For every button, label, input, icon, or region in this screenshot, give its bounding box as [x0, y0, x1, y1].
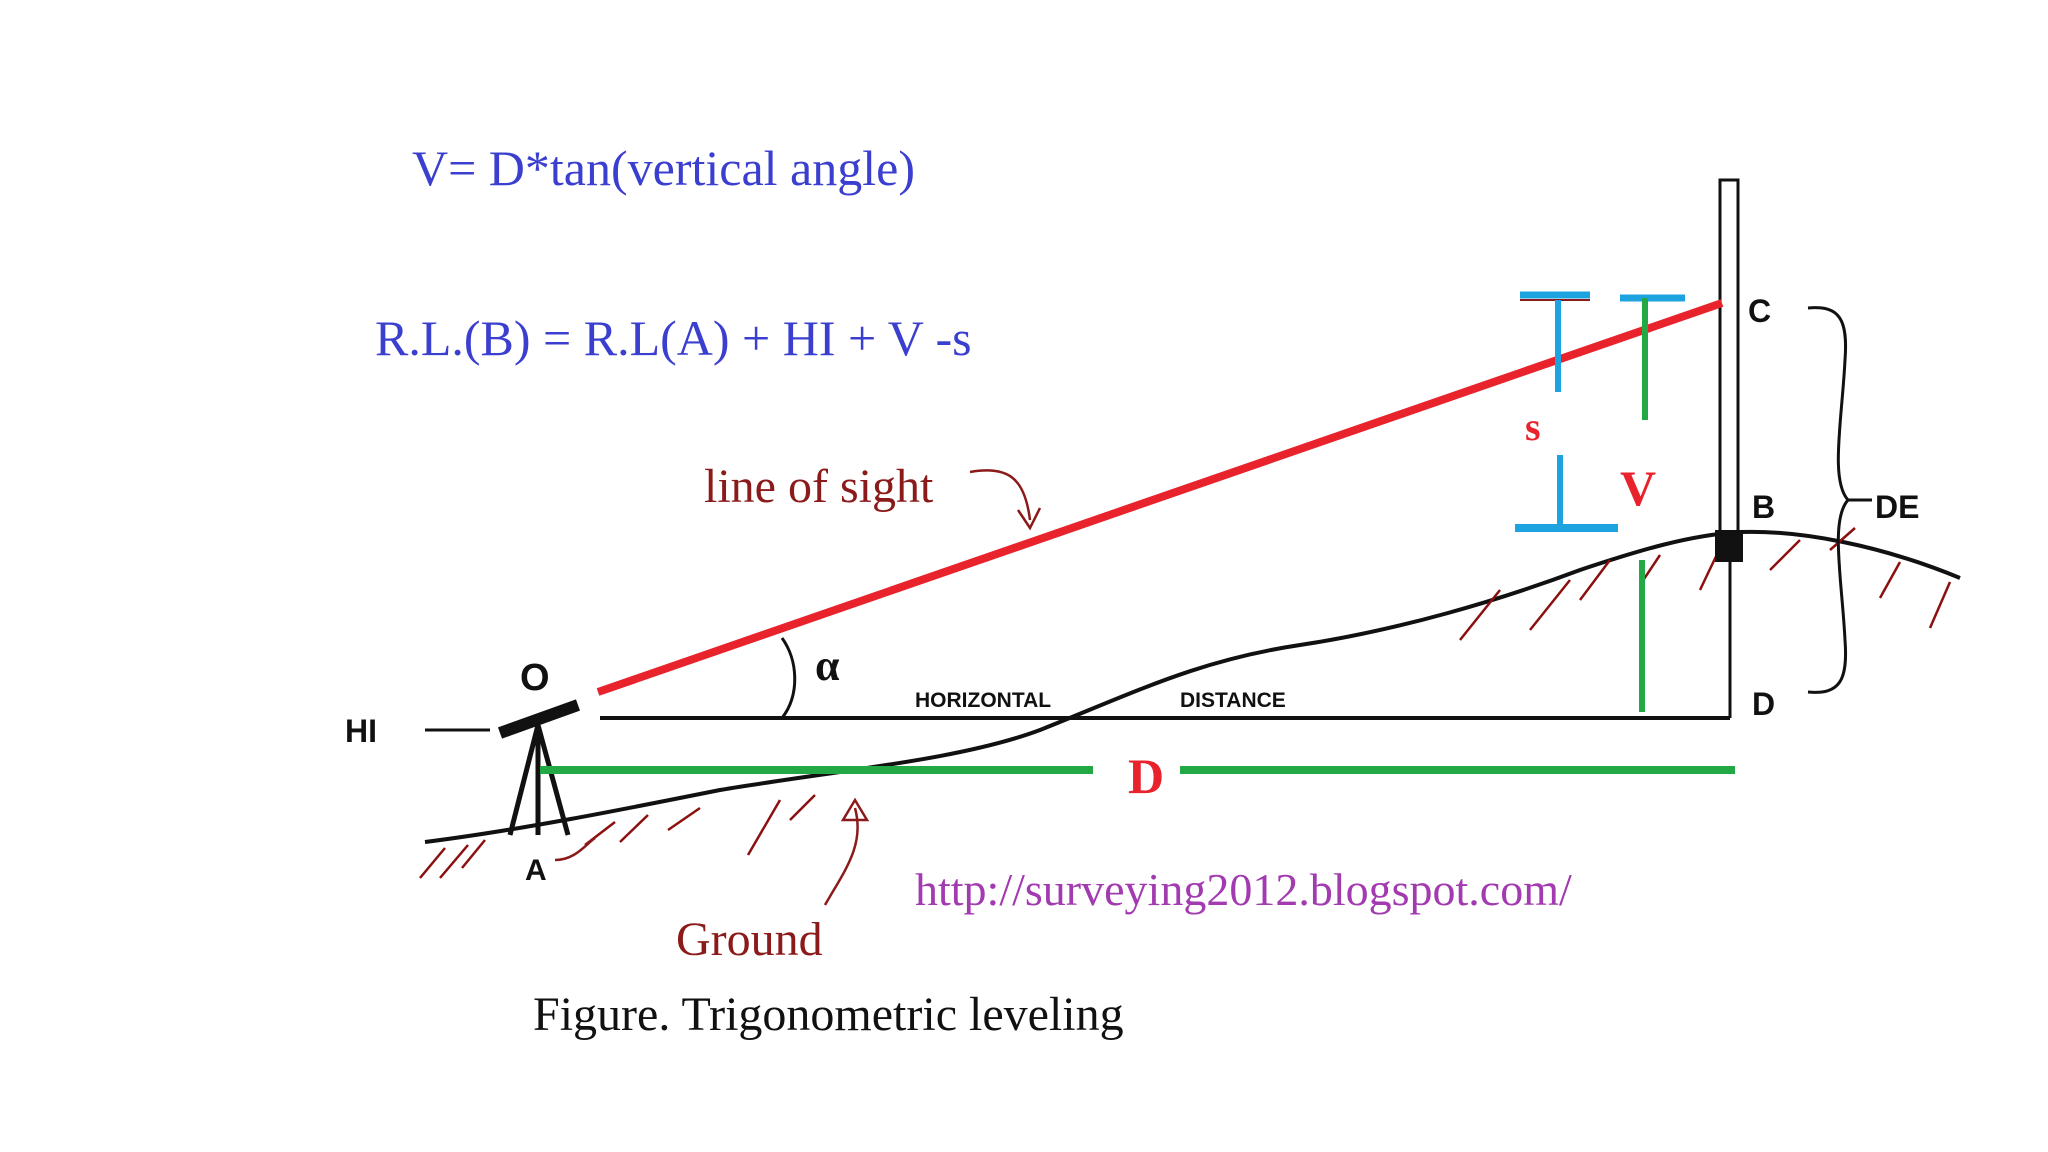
vertical-angle-arc	[780, 637, 797, 719]
line-of-sight-label: line of sight	[704, 460, 934, 513]
rl-formula: R.L.(B) = R.L(A) + HI + V -s	[375, 310, 972, 366]
point-b-label: B	[1752, 489, 1775, 525]
alpha-label: α	[815, 641, 840, 690]
d-distance-label: D	[1128, 748, 1164, 804]
ground-label: Ground	[676, 913, 823, 966]
point-c-label: C	[1748, 293, 1771, 329]
v-label: V	[1620, 460, 1656, 516]
leveling-staff	[1718, 178, 1740, 560]
point-a-label: A	[525, 854, 547, 887]
a-arrow	[554, 836, 596, 862]
figure-caption: Figure. Trigonometric leveling	[533, 988, 1124, 1041]
point-o-label: O	[520, 657, 550, 699]
horizontal-label: HORIZONTAL	[915, 689, 1051, 712]
ground-arrow	[823, 797, 870, 906]
de-brace	[1807, 306, 1851, 694]
source-url: http://surveying2012.blogspot.com/	[915, 864, 1572, 915]
distance-label: DISTANCE	[1180, 689, 1286, 712]
theodolite-instrument	[497, 699, 581, 836]
point-d-label: D	[1752, 686, 1775, 722]
line-of-sight-arrow	[969, 469, 1042, 531]
line-of-sight	[596, 299, 1724, 696]
staff-foot	[1715, 530, 1743, 562]
de-label: DE	[1875, 489, 1919, 525]
hi-label: HI	[345, 713, 377, 749]
v-formula: V= D*tan(vertical angle)	[412, 140, 915, 196]
s-label: s	[1525, 404, 1541, 449]
